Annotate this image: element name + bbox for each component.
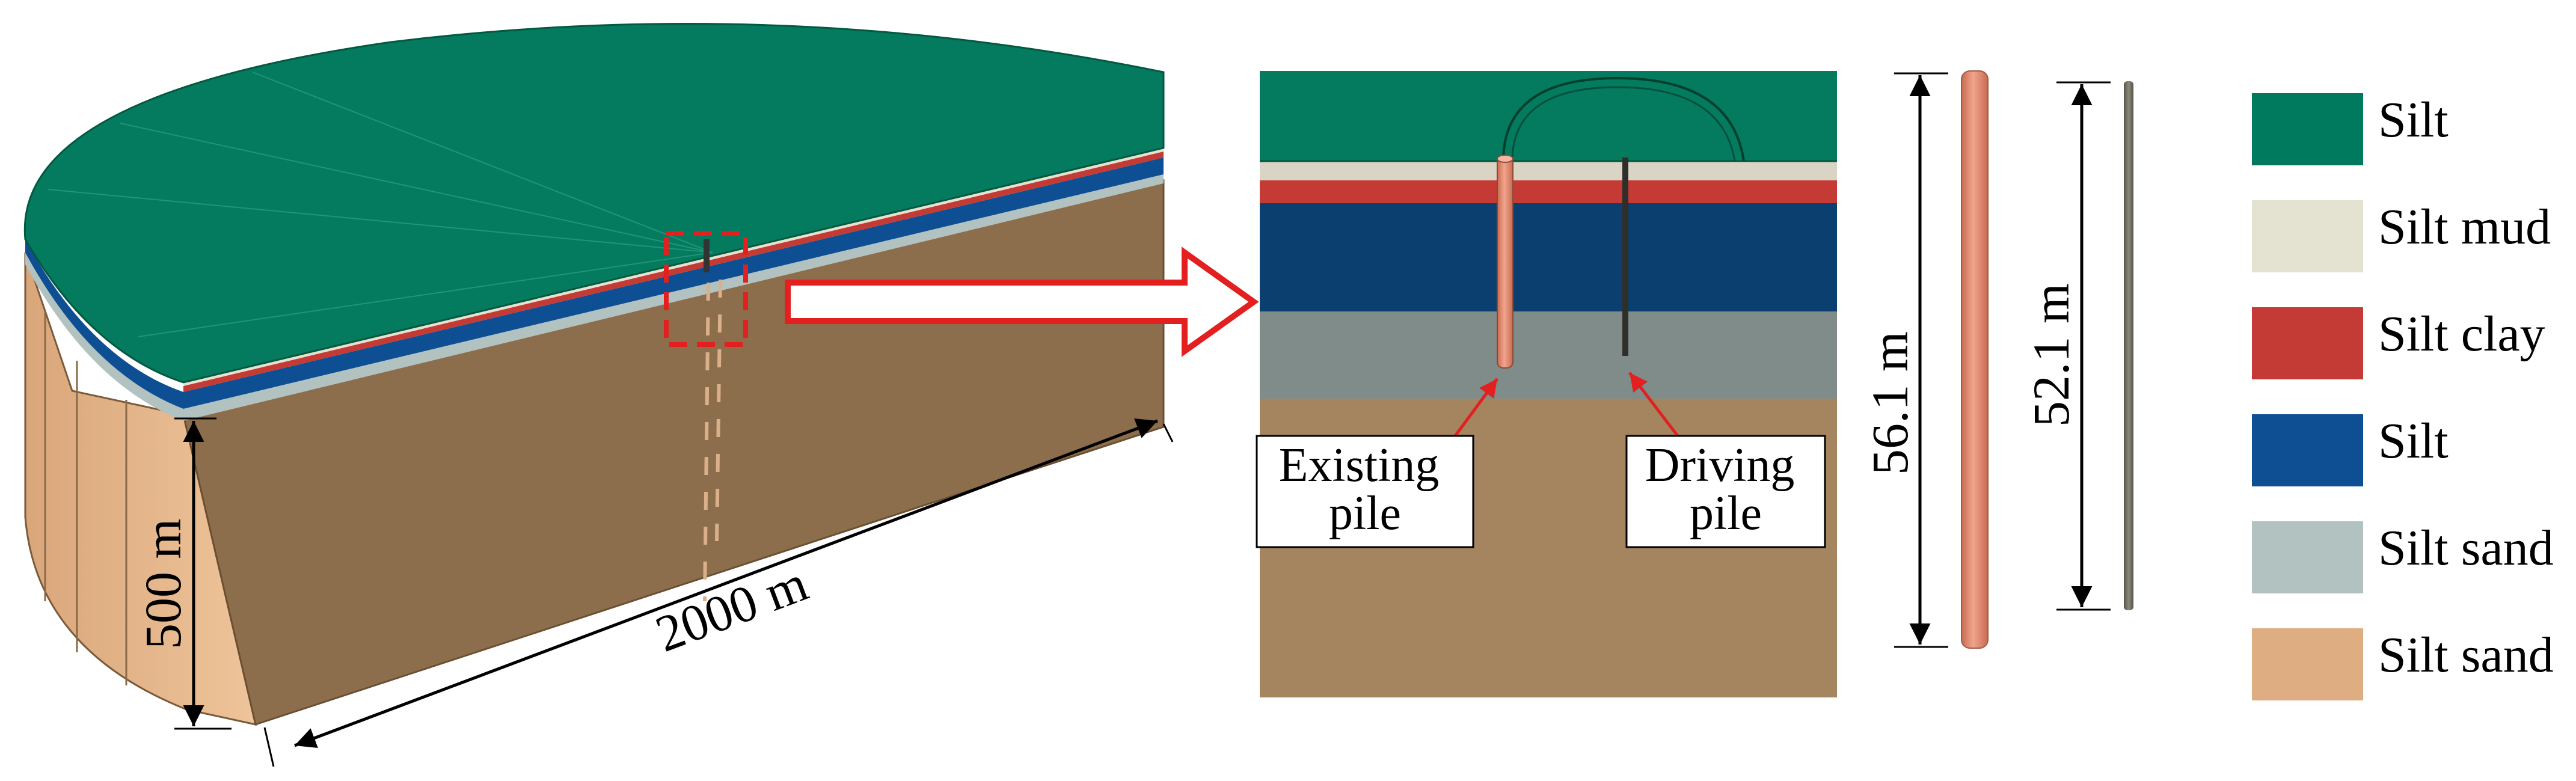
- legend-label: Silt sand: [2378, 520, 2554, 576]
- pile-lengths: 56.1 m 52.1 m: [1861, 70, 2133, 649]
- driving-pile-label-line-2: pile: [1690, 487, 1762, 540]
- driving-pile-length-label: 52.1 m: [2022, 283, 2080, 427]
- width-dimension-line: [294, 418, 1158, 749]
- closeup-panel: Existing pile Driving pile: [1256, 71, 1837, 697]
- closeup-existing-pile: [1497, 157, 1513, 369]
- layer-band-blue: [25, 158, 1164, 409]
- closeup-layer-mud: [1260, 161, 1837, 180]
- closeup-driving-pile: [1622, 158, 1628, 356]
- legend-label: Silt mud: [2378, 199, 2551, 255]
- closeup-layer-clay: [1260, 180, 1837, 203]
- soil-model-3d: 500 m 2000 m: [23, 23, 1259, 767]
- legend-item: Silt: [2252, 413, 2449, 486]
- existing-pile-label-box: [1256, 435, 1474, 548]
- top-face-radial-lines: [48, 72, 713, 337]
- legend-label: Silt sand: [2378, 627, 2554, 683]
- driving-pile-full: [2124, 81, 2133, 610]
- layer-band-red: [183, 152, 1164, 392]
- legend-item: Silt clay: [2252, 306, 2545, 379]
- legend-swatch: [2252, 93, 2363, 165]
- layer-band-gray: [25, 174, 1164, 421]
- driving-pile-label: Driving pile: [1645, 439, 1807, 540]
- legend-label: Silt: [2378, 92, 2449, 148]
- legend-swatch: [2252, 307, 2363, 379]
- model-side-seams: [44, 313, 127, 685]
- focus-pile: [704, 239, 710, 272]
- existing-pile-label: Existing pile: [1279, 439, 1452, 540]
- legend-label: Silt clay: [2378, 306, 2545, 362]
- existing-pile-full: [1961, 70, 1989, 649]
- legend-label: Silt: [2378, 413, 2449, 469]
- closeup-layer-silt-top: [1260, 71, 1837, 161]
- pile-path-arc: [1502, 76, 1745, 162]
- legend-item: Silt: [2252, 92, 2449, 165]
- legend-swatch: [2252, 414, 2363, 486]
- driving-pile-label-box: [1625, 435, 1826, 548]
- existing-pile-label-line-2: pile: [1329, 487, 1401, 540]
- legend-swatch: [2252, 200, 2363, 272]
- focus-box: [664, 231, 748, 347]
- model-top-face: [23, 23, 1165, 384]
- legend-item: Silt mud: [2252, 199, 2551, 272]
- closeup-layer-silt-sand: [1260, 311, 1837, 399]
- existing-pile-length-label: 56.1 m: [1861, 331, 1919, 475]
- closeup-layer-silt: [1260, 203, 1837, 311]
- legend-swatch: [2252, 521, 2363, 593]
- existing-pile-label-line-1: Existing: [1279, 439, 1440, 492]
- legend-item: Silt sand: [2252, 520, 2554, 593]
- existing-pile-pointer: [1453, 378, 1499, 437]
- height-label: 500 m: [134, 519, 192, 649]
- legend-item: Silt sand: [2252, 627, 2554, 700]
- legend-swatch: [2252, 628, 2363, 700]
- driving-pile-label-line-1: Driving: [1645, 439, 1795, 492]
- zoom-arrow: [785, 247, 1259, 357]
- driving-pile-pointer: [1628, 372, 1679, 437]
